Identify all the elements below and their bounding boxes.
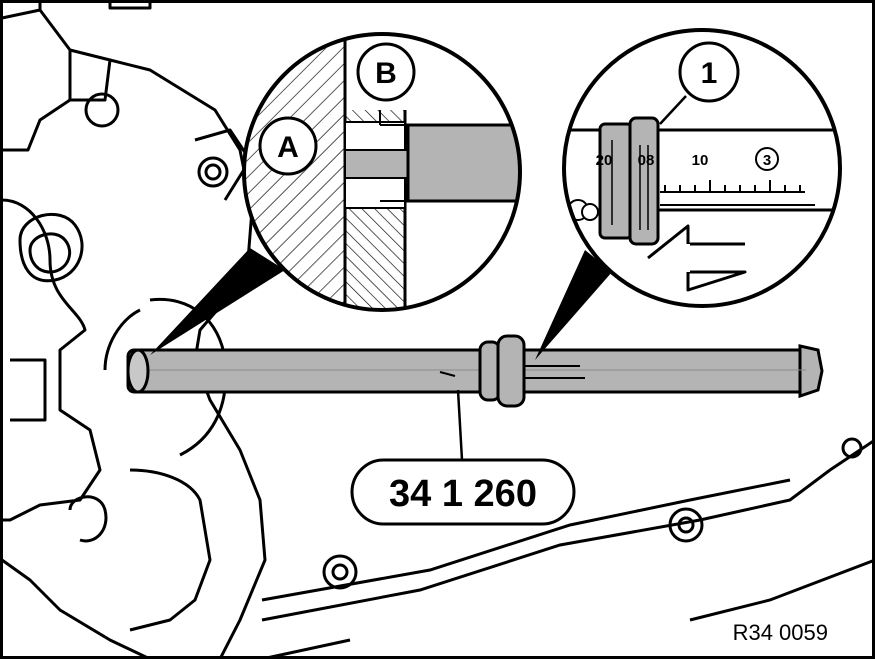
- scale-mark-sleeve: 08: [638, 152, 655, 169]
- callout-b-label: B: [375, 57, 397, 90]
- figure-number: R34 0059: [733, 620, 828, 645]
- detail-circle-right: 20 08 10 3: [562, 28, 842, 308]
- scale-mark-circle: [755, 147, 779, 171]
- detail-1-leader: [535, 250, 612, 360]
- gauge-rod: [126, 344, 824, 399]
- caliper-carrier-outline: [261, 437, 875, 661]
- callout-a-label: A: [277, 131, 299, 164]
- callout-1: 1: [659, 41, 740, 125]
- tool-number-callout: 34 1 260: [350, 389, 576, 526]
- scale-mark-20: 20: [596, 152, 613, 169]
- callout-a: A: [258, 116, 318, 176]
- detail-a-leader: [150, 248, 285, 355]
- callout-b: B: [356, 42, 416, 102]
- callout-1-label: 1: [701, 57, 718, 90]
- brake-caliper-body: [1, 0, 267, 661]
- scale-mark-3: 3: [763, 152, 771, 169]
- scale-mark-10: 10: [692, 152, 709, 169]
- arrow-left-icon: [647, 224, 747, 292]
- gauge-sleeve: [439, 334, 585, 408]
- tool-number-label: 34 1 260: [389, 473, 537, 515]
